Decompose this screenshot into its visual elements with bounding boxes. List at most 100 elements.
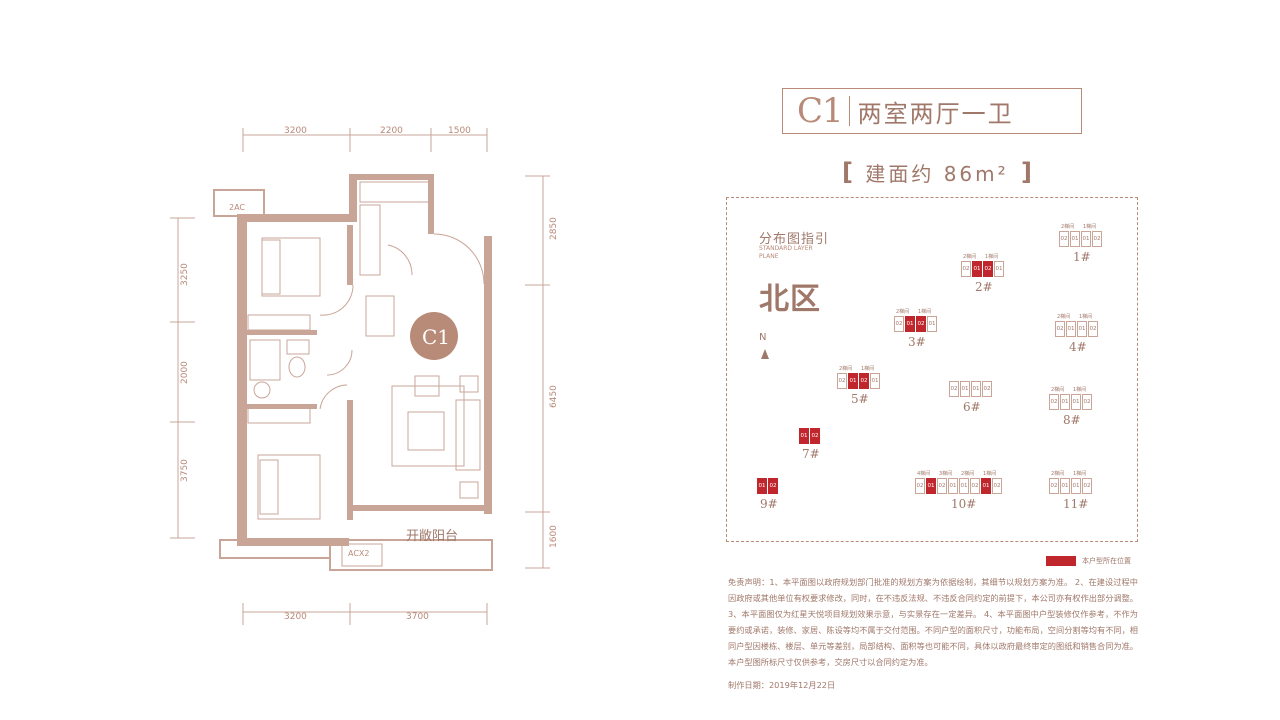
unit-tag-circle bbox=[410, 312, 458, 360]
building-label: 11# bbox=[1063, 497, 1089, 511]
unit-cell: 02 bbox=[937, 478, 947, 494]
unit-cell: 02 bbox=[961, 261, 971, 277]
stair-label: 1梯间 bbox=[985, 254, 999, 260]
dim-right-1: 2850 bbox=[549, 217, 559, 240]
unit-cell: 01 bbox=[981, 478, 991, 494]
unit-cell: 02 bbox=[983, 261, 993, 277]
unit-cell: 02 bbox=[837, 373, 847, 389]
stair-label: 2梯间 bbox=[1051, 387, 1065, 393]
unit-cell: 01 bbox=[1066, 321, 1076, 337]
unit-cell: 02 bbox=[992, 478, 1002, 494]
unit-cell: 02 bbox=[916, 316, 926, 332]
unit-area: [ 建面约 86m² ] bbox=[842, 155, 1032, 189]
stair-label: 1梯间 bbox=[861, 366, 875, 372]
stair-label: 1梯间 bbox=[1079, 314, 1093, 320]
dim-bottom-2: 3700 bbox=[406, 612, 429, 622]
stair-label: 4梯间 bbox=[917, 471, 931, 477]
unit-cell: 01 bbox=[799, 428, 809, 444]
dim-bottom-1: 3200 bbox=[284, 612, 307, 622]
site-guide-subtitle: STANDARD LAYER PLANE bbox=[759, 245, 813, 260]
unit-cell: 02 bbox=[1082, 394, 1092, 410]
unit-cell: 02 bbox=[915, 478, 925, 494]
unit-code: C1 bbox=[797, 91, 844, 131]
dim-left-1: 3250 bbox=[180, 263, 190, 286]
unit-cell: 01 bbox=[1060, 478, 1070, 494]
north-label: N bbox=[759, 332, 767, 343]
unit-cell: 01 bbox=[870, 373, 880, 389]
unit-cell: 02 bbox=[1059, 231, 1069, 247]
unit-cell: 02 bbox=[1088, 321, 1098, 337]
unit-cell: 01 bbox=[971, 381, 981, 397]
stair-label: 2梯间 bbox=[1057, 314, 1071, 320]
unit-cell: 01 bbox=[1071, 394, 1081, 410]
stair-label: 2梯间 bbox=[896, 309, 910, 315]
building-label: 10# bbox=[951, 497, 977, 511]
stair-label: 2梯间 bbox=[963, 254, 977, 260]
unit-cell: 01 bbox=[1060, 394, 1070, 410]
ac-label-bottom: ACX2 bbox=[348, 549, 370, 558]
building-label: 9# bbox=[760, 497, 778, 511]
area-bracket-open: [ bbox=[842, 158, 853, 186]
legend-swatch bbox=[1046, 556, 1076, 566]
unit-cell: 02 bbox=[859, 373, 869, 389]
building-label: 7# bbox=[802, 447, 820, 461]
stair-label: 1梯间 bbox=[1073, 471, 1087, 477]
unit-tag-label: C1 bbox=[422, 325, 450, 349]
unit-cell: 02 bbox=[810, 428, 820, 444]
stair-label: 2梯间 bbox=[1061, 224, 1075, 230]
building-label: 8# bbox=[1063, 413, 1081, 427]
unit-cell: 01 bbox=[1077, 321, 1087, 337]
unit-cell: 01 bbox=[1081, 231, 1091, 247]
stair-label: 2梯间 bbox=[839, 366, 853, 372]
unit-cell: 02 bbox=[1055, 321, 1065, 337]
dim-left-3: 3750 bbox=[180, 459, 190, 482]
unit-cell: 02 bbox=[1092, 231, 1102, 247]
dim-top-1: 3200 bbox=[284, 126, 307, 136]
unit-cell: 01 bbox=[757, 478, 767, 494]
production-date: 制作日期：2019年12月22日 bbox=[728, 680, 836, 690]
unit-cell: 02 bbox=[768, 478, 778, 494]
floor-plan: 3200 2200 1500 3200 3700 3250 2000 3750 … bbox=[170, 126, 559, 625]
building-label: 5# bbox=[851, 392, 869, 406]
unit-cell: 02 bbox=[1049, 478, 1059, 494]
disclaimer-text: 免责声明：1、本平面图以政府规划部门批准的规划方案为依据绘制，其细节以规划方案为… bbox=[728, 577, 1138, 667]
dim-top-2: 2200 bbox=[380, 126, 403, 136]
unit-cell: 01 bbox=[848, 373, 858, 389]
unit-cell: 02 bbox=[982, 381, 992, 397]
stair-label: 2梯间 bbox=[1051, 471, 1065, 477]
site-guide-title: 分布图指引 bbox=[759, 232, 830, 247]
unit-title-box: C1 两室两厅一卫 bbox=[782, 88, 1082, 134]
unit-cell: 02 bbox=[970, 478, 980, 494]
title-divider bbox=[848, 96, 850, 126]
stair-label: 1梯间 bbox=[983, 471, 997, 477]
stair-label: 3梯间 bbox=[939, 471, 953, 477]
unit-cell: 01 bbox=[948, 478, 958, 494]
dim-right-2: 6450 bbox=[549, 385, 559, 408]
dim-left-2: 2000 bbox=[180, 361, 190, 384]
unit-cell: 01 bbox=[927, 316, 937, 332]
unit-cell: 01 bbox=[926, 478, 936, 494]
unit-cell: 01 bbox=[994, 261, 1004, 277]
building-label: 4# bbox=[1069, 340, 1087, 354]
unit-cell: 02 bbox=[949, 381, 959, 397]
stair-label: 2梯间 bbox=[961, 471, 975, 477]
building-label: 3# bbox=[908, 335, 926, 349]
legend-text: 本户型所在位置 bbox=[1082, 557, 1131, 565]
unit-type: 两室两厅一卫 bbox=[857, 99, 1014, 128]
stair-label: 1梯间 bbox=[918, 309, 932, 315]
building-label: 2# bbox=[975, 280, 993, 294]
dim-top-3: 1500 bbox=[448, 126, 471, 136]
ac-label-top: 2AC bbox=[229, 203, 245, 212]
unit-cell: 01 bbox=[960, 381, 970, 397]
area-bracket-close: ] bbox=[1021, 158, 1032, 186]
